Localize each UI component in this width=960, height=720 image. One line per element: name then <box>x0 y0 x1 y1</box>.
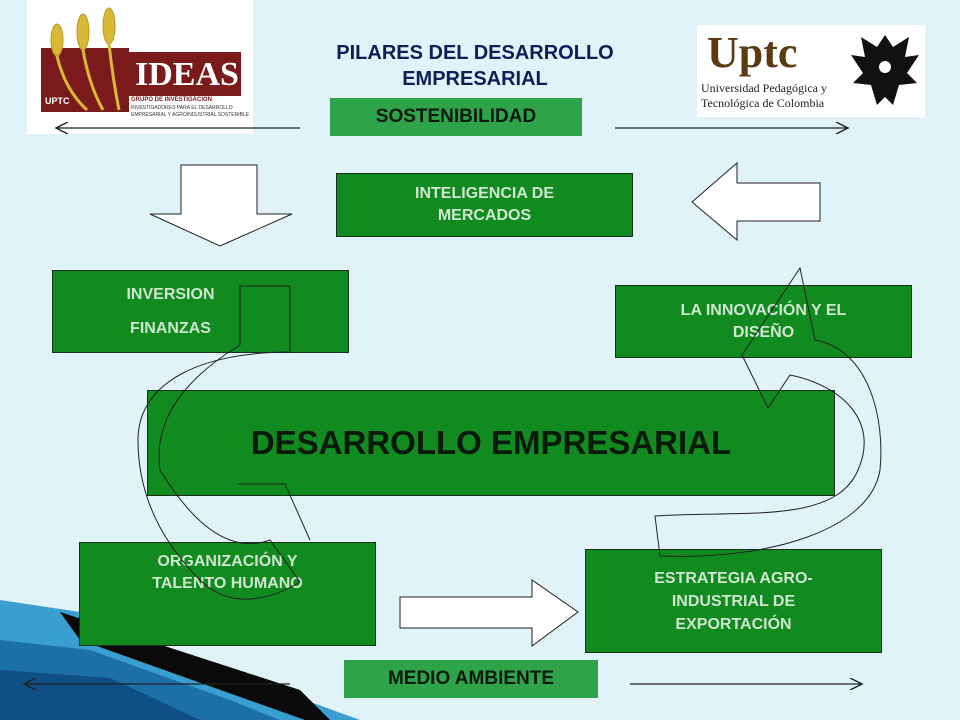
ideas-badge: UPTC <box>45 96 70 106</box>
medio-ambiente-tag: MEDIO AMBIENTE <box>344 660 598 698</box>
ideas-logo: IDEAS GRUPO DE INVESTIGACIÓN INVESTIGADO… <box>27 0 253 134</box>
organizacion-talento-box: ORGANIZACIÓN Y TALENTO HUMANO <box>79 542 376 646</box>
ideas-brand-text: IDEAS <box>135 56 239 93</box>
estrategia-line-1: ESTRATEGIA AGRO- <box>654 569 813 587</box>
uptc-logo: Uptc Universidad Pedagógica y Tecnológic… <box>697 25 925 117</box>
wheat-icon <box>41 7 241 112</box>
inversion-line-2: FINANZAS <box>130 319 211 337</box>
uptc-brand-text: Uptc <box>707 28 798 77</box>
title-line-2: EMPRESARIAL <box>402 68 548 90</box>
uptc-name-line-2: Tecnológica de Colombia <box>701 96 825 110</box>
estrategia-line-2: INDUSTRIAL DE <box>671 592 796 610</box>
organizacion-line-1: ORGANIZACIÓN Y <box>157 553 298 570</box>
organizacion-line-2: TALENTO HUMANO <box>152 575 303 592</box>
ideas-tagline-2: EMPRESARIAL Y AGROINDUSTRIAL SOSTENIBLE <box>131 112 250 118</box>
inteligencia-line-2: MERCADOS <box>437 207 532 224</box>
innovacion-line-2: DISEÑO <box>732 323 795 341</box>
inversion-line-1: INVERSION <box>126 285 215 303</box>
estrategia-exportacion-box: ESTRATEGIA AGRO- INDUSTRIAL DE EXPORTACI… <box>585 549 882 653</box>
inversion-finanzas-box: INVERSION FINANZAS <box>52 270 349 353</box>
inteligencia-mercados-box: INTELIGENCIA DE MERCADOS <box>336 173 633 237</box>
inteligencia-line-1: INTELIGENCIA DE <box>415 185 554 202</box>
title-line-1: PILARES DEL DESARROLLO <box>336 42 614 64</box>
page-title: PILARES DEL DESARROLLO EMPRESARIAL <box>290 40 660 92</box>
desarrollo-empresarial-box: DESARROLLO EMPRESARIAL <box>147 390 835 496</box>
sostenibilidad-tag: SOSTENIBILIDAD <box>330 98 582 136</box>
ideas-tagline-1: INVESTIGADORES PARA EL DESARROLLO <box>131 105 233 111</box>
ideas-subtitle: GRUPO DE INVESTIGACIÓN <box>131 97 213 103</box>
eagle-emblem-icon <box>851 35 919 105</box>
estrategia-line-3: EXPORTACIÓN <box>675 615 792 633</box>
innovacion-line-1: LA INNOVACIÓN Y EL <box>680 301 847 319</box>
central-label: DESARROLLO EMPRESARIAL <box>250 424 732 461</box>
uptc-name-line-1: Universidad Pedagógica y <box>701 81 827 95</box>
innovacion-diseno-box: LA INNOVACIÓN Y EL DISEÑO <box>615 285 912 358</box>
